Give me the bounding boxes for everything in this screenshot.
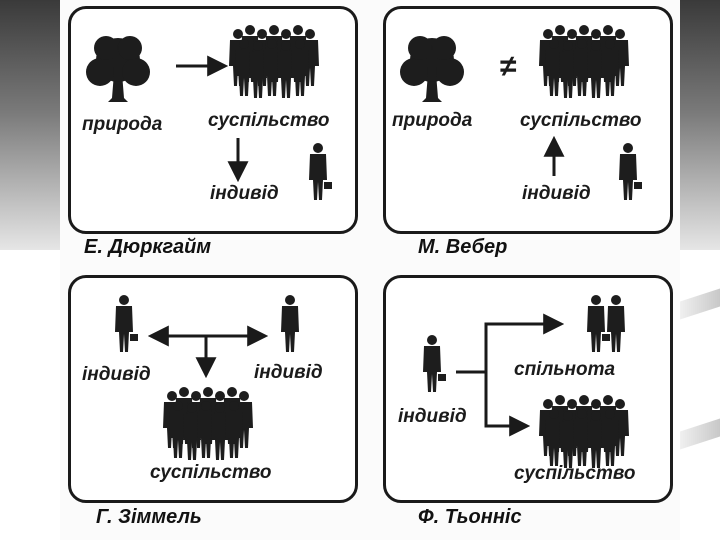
label-individual-right: індивід [254,362,323,383]
person-icon [281,295,299,352]
tree-icon [400,36,464,102]
label-society: суспільство [208,110,330,131]
label-community: спільнота [514,359,616,380]
caption-tonnies: Ф. Тьонніс [418,506,522,528]
left-gradient-band [0,0,60,250]
label-society: суспільство [514,463,636,484]
label-individual-left: індивід [82,364,151,385]
crowd-icon [163,387,253,460]
person-icon [587,295,610,352]
label-nature: природа [82,114,163,135]
person-icon [309,143,332,200]
label-individual: індивід [210,183,279,204]
caption-durkheim: Е. Дюркгайм [84,236,212,258]
label-individual: індивід [522,183,591,204]
crowd-icon [539,395,629,468]
tree-icon [86,36,150,102]
label-individual: індивід [398,406,467,427]
caption-simmel: Г. Зіммель [96,506,202,528]
person-icon [115,295,138,352]
person-icon [423,335,446,392]
person-icon [607,295,625,352]
label-society: суспільство [150,462,272,483]
person-icon [619,143,642,200]
not-equal-sign: ≠ [500,50,517,83]
label-society: суспільство [520,110,642,131]
caption-weber: М. Вебер [418,236,508,258]
crowd-icon [539,25,629,98]
label-nature: природа [392,110,473,131]
crowd-icon [229,25,319,98]
arrow-to-community [456,313,565,374]
arrow-to-society [484,372,531,437]
panel-tonnies [383,275,673,503]
